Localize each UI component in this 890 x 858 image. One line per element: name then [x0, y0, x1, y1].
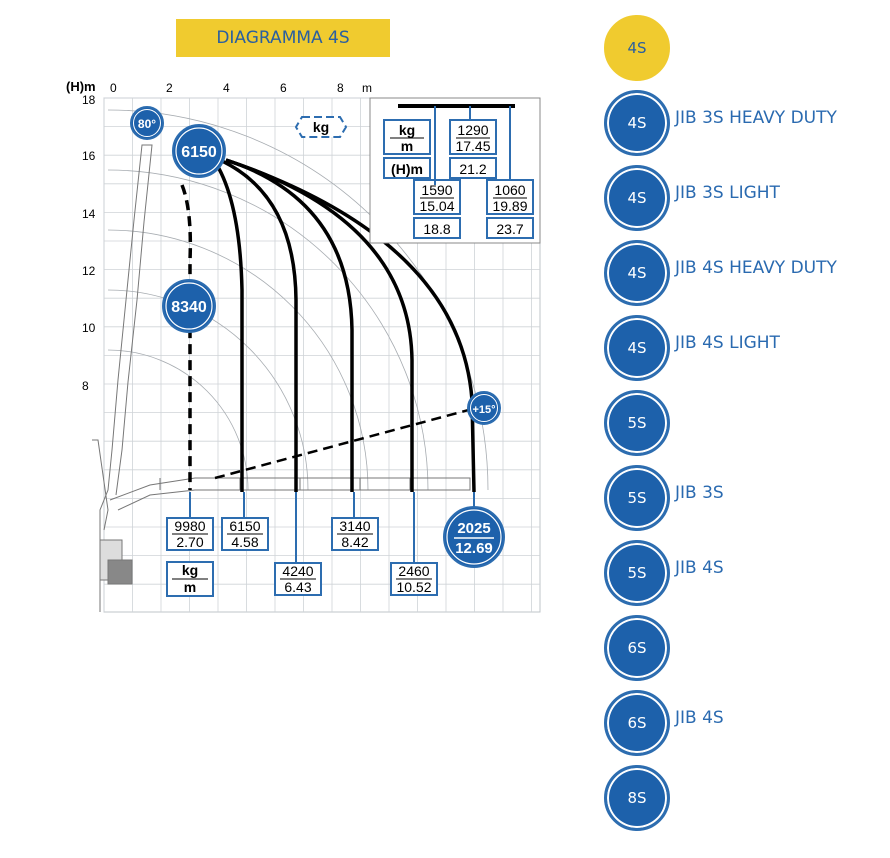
- angle-ext-badge: +15°: [467, 391, 501, 425]
- svg-text:8340: 8340: [171, 299, 207, 316]
- reach-arc: [107, 169, 429, 491]
- legend-value: 1590: [421, 182, 452, 198]
- load-m: 6.43: [284, 579, 311, 595]
- y-tick-label: 10: [82, 321, 96, 335]
- y-tick-label: 14: [82, 207, 96, 221]
- legend-value: 1060: [494, 182, 525, 198]
- final-point-badge: 2025 12.69: [443, 506, 505, 568]
- nav-model-circle[interactable]: 5S: [604, 540, 670, 606]
- y-tick-label: 18: [82, 93, 96, 107]
- load-kg: 2460: [398, 563, 429, 579]
- nav-item[interactable]: 4S JIB 3S LIGHT: [604, 165, 890, 233]
- load-kg: 6150: [229, 518, 260, 534]
- y-unit-label: (H)m: [66, 79, 96, 94]
- legend-value: 1290: [457, 122, 488, 138]
- y-tick-label: 16: [82, 149, 96, 163]
- svg-text:kg: kg: [313, 119, 329, 135]
- load-m: 8.42: [341, 534, 368, 550]
- curve-3: [225, 158, 354, 492]
- drop-lines: [189, 492, 475, 563]
- x-tick-label: 0: [110, 81, 117, 95]
- nav-model-circle[interactable]: 4S: [604, 240, 670, 306]
- nav-model-label[interactable]: JIB 3S LIGHT: [675, 183, 780, 203]
- nav-model-label[interactable]: JIB 4S LIGHT: [675, 333, 780, 353]
- x-tick-label: 2: [166, 81, 173, 95]
- nav-model-label[interactable]: JIB 4S HEAVY DUTY: [675, 258, 837, 278]
- legend-kg-label: kg: [399, 122, 415, 138]
- diagram-title-button[interactable]: DIAGRAMMA 4S: [176, 19, 390, 57]
- curve-2: [219, 158, 298, 492]
- x-unit-label: m: [362, 81, 372, 95]
- nav-model-label[interactable]: JIB 3S: [675, 483, 724, 503]
- nav-item[interactable]: 4S JIB 3S HEAVY DUTY: [604, 90, 890, 158]
- load-kg: 9980: [174, 518, 205, 534]
- nav-model-circle[interactable]: 4S: [604, 15, 670, 81]
- reach-arc: [107, 349, 249, 491]
- nav-item[interactable]: 8S: [604, 765, 890, 833]
- x-tick-label: 6: [280, 81, 287, 95]
- load-diagram: (H)m m 0 2 4 6 8 18 16 14 12 10 8: [66, 79, 541, 613]
- svg-text:+15°: +15°: [472, 404, 495, 416]
- nav-model-circle[interactable]: 6S: [604, 690, 670, 756]
- y-tick-label: 8: [82, 379, 89, 393]
- bottom-legend-kg: kg: [182, 562, 198, 578]
- svg-text:6150: 6150: [181, 144, 217, 161]
- curve-1: [212, 159, 244, 492]
- nav-model-circle[interactable]: 6S: [604, 615, 670, 681]
- nav-model-circle[interactable]: 5S: [604, 390, 670, 456]
- x-tick-label: 4: [223, 81, 230, 95]
- load-kg: 4240: [282, 563, 313, 579]
- load-m: 4.58: [231, 534, 258, 550]
- curve-5: [225, 158, 476, 493]
- nav-model-circle[interactable]: 8S: [604, 765, 670, 831]
- legend-value: 17.45: [455, 138, 490, 154]
- svg-text:12.69: 12.69: [455, 540, 493, 557]
- nav-model-label[interactable]: JIB 4S: [675, 558, 724, 578]
- legend-value: 19.89: [492, 198, 527, 214]
- x-tick-label: 8: [337, 81, 344, 95]
- legend-value: 23.7: [496, 221, 523, 237]
- nav-model-circle[interactable]: 4S: [604, 90, 670, 156]
- load-curves: [180, 158, 476, 493]
- nav-model-circle[interactable]: 5S: [604, 465, 670, 531]
- legend-value: 21.2: [459, 161, 486, 177]
- inner-load-badge: 8340: [162, 279, 216, 333]
- reach-arc: [107, 289, 309, 491]
- load-kg: 3140: [339, 518, 370, 534]
- kg-badge: kg: [294, 116, 348, 138]
- load-m: 10.52: [396, 579, 431, 595]
- max-load-badge: 6150: [172, 124, 226, 178]
- angle-top-badge: 80°: [130, 106, 164, 140]
- nav-item[interactable]: 4S JIB 4S LIGHT: [604, 315, 890, 383]
- legend-m-label: m: [401, 138, 413, 154]
- nav-model-label[interactable]: JIB 3S HEAVY DUTY: [675, 108, 837, 128]
- svg-text:80°: 80°: [138, 117, 156, 131]
- curve-dashed: [180, 184, 193, 490]
- crane-boom: [92, 144, 471, 612]
- legend-h-label: (H)m: [391, 161, 423, 177]
- nav-model-label[interactable]: JIB 4S: [675, 708, 724, 728]
- svg-text:2025: 2025: [457, 520, 490, 537]
- legend-value: 18.8: [423, 221, 450, 237]
- nav-item[interactable]: 6S JIB 4S: [604, 690, 890, 758]
- nav-item[interactable]: 5S JIB 4S: [604, 540, 890, 608]
- nav-item[interactable]: 6S: [604, 615, 890, 683]
- nav-item[interactable]: 4S: [604, 15, 890, 83]
- nav-item[interactable]: 5S JIB 3S: [604, 465, 890, 533]
- bottom-legend-m: m: [184, 579, 196, 595]
- extension-line: [214, 406, 477, 480]
- y-tick-label: 12: [82, 264, 96, 278]
- legend-value: 15.04: [419, 198, 454, 214]
- nav-item[interactable]: 5S: [604, 390, 890, 458]
- nav-model-circle[interactable]: 4S: [604, 165, 670, 231]
- nav-model-circle[interactable]: 4S: [604, 315, 670, 381]
- reach-arc: [107, 229, 369, 491]
- legend-box: kg m (H)m 1290 17.45 21.2 1590 15.04 18.…: [369, 97, 541, 244]
- nav-item[interactable]: 4S JIB 4S HEAVY DUTY: [604, 240, 890, 308]
- load-m: 2.70: [176, 534, 203, 550]
